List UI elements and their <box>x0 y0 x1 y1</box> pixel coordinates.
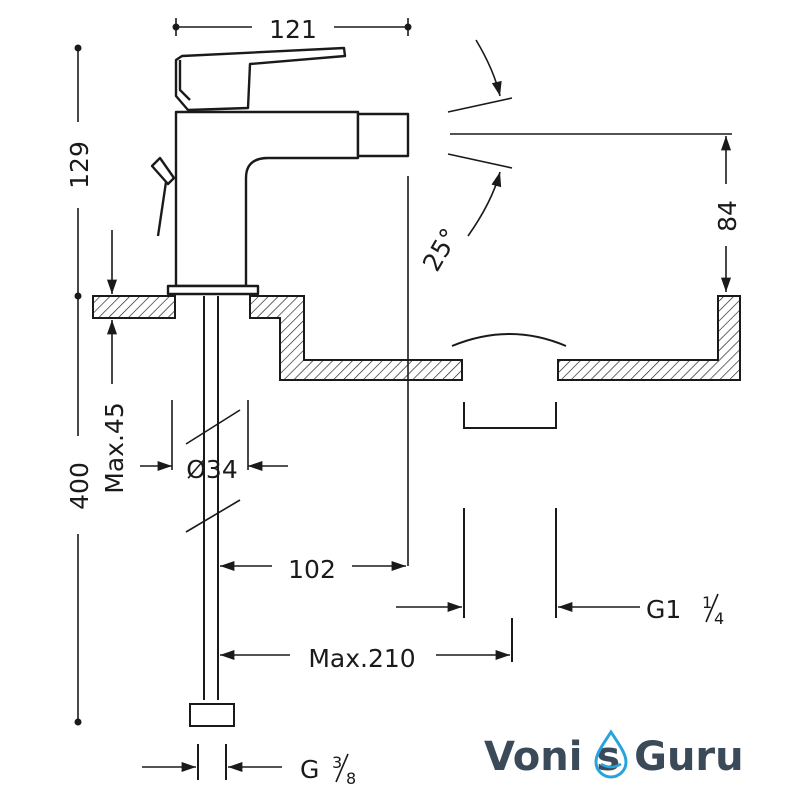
supply-fitting <box>189 703 235 727</box>
dim-spout-angle: 25° <box>417 223 464 276</box>
handle-cap <box>178 60 191 101</box>
water-drop-icon <box>594 729 628 779</box>
deck-left <box>92 295 176 319</box>
waste-cap <box>451 333 567 347</box>
dim-body-diameter: Ø34 <box>186 455 238 484</box>
logo-part1: Voni <box>484 734 582 780</box>
basin-section <box>92 295 741 381</box>
popup-rod <box>150 156 176 186</box>
waste-body <box>463 402 557 429</box>
supply-thread-label: G <box>300 755 319 784</box>
bowl-right <box>557 295 741 381</box>
supply-thread-den: 8 <box>346 769 356 788</box>
dim-width-top: 121 <box>269 15 317 44</box>
supply-thread-num: 3 <box>332 753 342 772</box>
waste-fitting <box>451 333 567 662</box>
popup-rod-line <box>156 181 168 237</box>
dim-reach-max: Max.210 <box>308 644 415 673</box>
dim-height-total: 129 <box>65 141 94 189</box>
lever-handle <box>174 46 347 112</box>
brand-logo: Voni s Guru <box>484 729 744 780</box>
waste-thread-num: 1 <box>702 593 712 612</box>
waste-thread-den: 4 <box>714 609 724 628</box>
waste-thread-label: G1 <box>646 595 681 624</box>
faucet <box>150 46 410 296</box>
construction-lines <box>171 97 732 566</box>
logo-text: Voni s Guru <box>484 734 744 780</box>
dim-reach: 102 <box>288 555 336 584</box>
supply-pipes <box>189 296 235 780</box>
base-plate <box>166 284 260 296</box>
dim-supply-thread: G 3 8 <box>300 753 356 788</box>
deck-right <box>249 295 463 381</box>
dim-waste-thread: G1 1 4 <box>646 593 724 628</box>
faucet-body <box>174 110 360 288</box>
dim-total-height: 400 <box>65 462 94 510</box>
dim-max-thickness: Max.45 <box>100 402 129 493</box>
dim-spout-height: 84 <box>713 200 742 232</box>
spout <box>356 112 410 158</box>
dimension-dots <box>74 23 412 726</box>
logo-part3: Guru <box>634 734 744 780</box>
